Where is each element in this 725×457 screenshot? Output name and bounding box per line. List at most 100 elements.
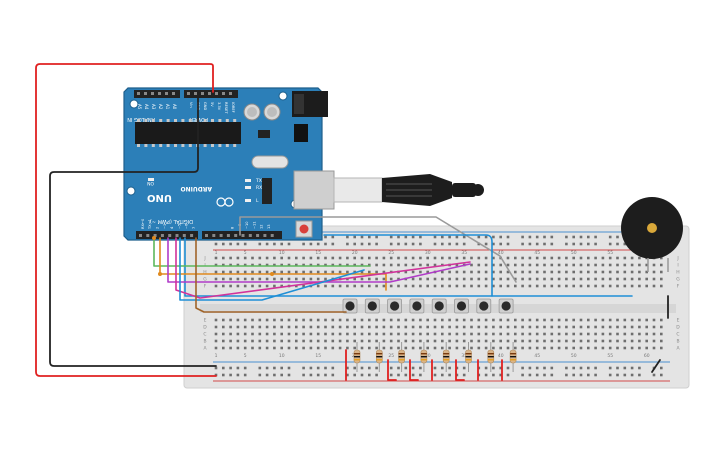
- header-pin[interactable]: [222, 92, 225, 95]
- header-pin[interactable]: [175, 234, 179, 237]
- wire-magenta[interactable]: [175, 237, 471, 299]
- header-pin[interactable]: [201, 92, 204, 95]
- header-pin[interactable]: [160, 234, 164, 237]
- wire-gray[interactable]: [239, 216, 517, 283]
- wire-purple[interactable]: [167, 237, 471, 283]
- breadboard-hole: [273, 318, 276, 322]
- wire-red-jumper[interactable]: [387, 359, 397, 381]
- header-pin[interactable]: [229, 92, 232, 95]
- wire-blue-buzzer[interactable]: [184, 237, 633, 297]
- header-pin[interactable]: [208, 92, 211, 95]
- analog-header[interactable]: [134, 90, 180, 98]
- breadboard-hole: [433, 263, 437, 267]
- breadboard-hole: [652, 339, 656, 343]
- pushbutton[interactable]: [476, 298, 492, 314]
- pushbutton[interactable]: [342, 298, 358, 314]
- pushbutton-cap[interactable]: [434, 301, 444, 311]
- header-pin[interactable]: [151, 92, 154, 95]
- header-pin[interactable]: [270, 234, 274, 237]
- rail-hole: [587, 373, 590, 377]
- breadboard-hole: [302, 256, 305, 260]
- header-pin[interactable]: [172, 92, 175, 95]
- breadboard-hole: [579, 277, 583, 281]
- wire-gnd-jumper[interactable]: [651, 359, 661, 373]
- resistor[interactable]: [509, 342, 517, 372]
- pushbutton[interactable]: [409, 298, 425, 314]
- header-pin[interactable]: [212, 234, 216, 237]
- wire-green[interactable]: [153, 237, 371, 267]
- chip-pin: [151, 144, 155, 147]
- wire-brown[interactable]: [195, 237, 347, 313]
- header-pin[interactable]: [194, 92, 197, 95]
- breadboard-hole: [316, 256, 320, 260]
- rail-hole: [638, 373, 641, 377]
- header-pin[interactable]: [158, 92, 161, 95]
- wire-red-5v[interactable]: [35, 63, 217, 377]
- header-pin[interactable]: [234, 234, 238, 237]
- digital-header-low[interactable]: [136, 231, 198, 239]
- pushbutton[interactable]: [498, 298, 514, 314]
- resistors[interactable]: [353, 342, 517, 372]
- breadboard-hole: [601, 263, 605, 267]
- header-pin[interactable]: [190, 234, 194, 237]
- pushbutton-cap[interactable]: [501, 301, 511, 311]
- wire-blue-top[interactable]: [323, 234, 493, 297]
- header-pin[interactable]: [139, 234, 142, 237]
- pushbutton-cap[interactable]: [367, 301, 377, 311]
- row-letter: H: [676, 270, 679, 276]
- header-pin[interactable]: [256, 234, 260, 237]
- resistor[interactable]: [420, 342, 428, 372]
- header-pin[interactable]: [168, 234, 172, 237]
- pushbutton[interactable]: [387, 298, 403, 314]
- header-pin[interactable]: [182, 234, 186, 237]
- piezo-buzzer[interactable]: [621, 197, 683, 272]
- wire-red-jumper[interactable]: [455, 359, 465, 381]
- chip-pin: [181, 119, 185, 122]
- header-pin[interactable]: [215, 92, 218, 95]
- header-pin[interactable]: [137, 92, 140, 95]
- wire-blue-middle[interactable]: [179, 237, 365, 301]
- pushbuttons[interactable]: [342, 298, 514, 314]
- rail-hole: [455, 242, 459, 246]
- wire-red-jumper[interactable]: [409, 359, 419, 381]
- resistor[interactable]: [465, 342, 472, 372]
- rail-hole: [302, 366, 305, 370]
- header-pin[interactable]: [165, 92, 168, 95]
- rail-hole: [623, 242, 627, 246]
- breadboard-hole: [411, 277, 415, 281]
- header-pin[interactable]: [187, 92, 190, 95]
- breadboard-hole: [499, 339, 502, 343]
- resistor[interactable]: [487, 342, 495, 372]
- header-pin[interactable]: [241, 234, 245, 237]
- header-pin[interactable]: [248, 234, 252, 237]
- breadboard-hole: [477, 256, 481, 260]
- pushbutton-cap[interactable]: [390, 301, 400, 311]
- resistor[interactable]: [375, 342, 383, 372]
- reset-button[interactable]: [299, 224, 309, 234]
- resistor[interactable]: [398, 342, 405, 372]
- header-pin[interactable]: [219, 234, 223, 237]
- header-pin[interactable]: [144, 92, 147, 95]
- header-pin[interactable]: [153, 234, 157, 237]
- wires[interactable]: [35, 63, 669, 381]
- usb-cable[interactable]: [333, 174, 484, 206]
- pushbutton[interactable]: [364, 298, 380, 314]
- resistor[interactable]: [442, 342, 450, 372]
- breadboard-hole: [652, 263, 656, 267]
- wire-black-gnd[interactable]: [49, 97, 217, 367]
- resistor[interactable]: [353, 342, 361, 372]
- header-pin[interactable]: [146, 234, 150, 237]
- pushbutton-cap[interactable]: [412, 301, 422, 311]
- header-pin[interactable]: [226, 234, 230, 237]
- header-pin[interactable]: [263, 234, 267, 237]
- pushbutton-cap[interactable]: [345, 301, 355, 311]
- pushbutton-cap[interactable]: [479, 301, 489, 311]
- pushbutton[interactable]: [454, 298, 469, 314]
- usb-port[interactable]: [293, 170, 335, 210]
- pushbutton-cap[interactable]: [456, 301, 467, 311]
- header-pin[interactable]: [205, 234, 208, 237]
- breadboard-hole: [572, 346, 575, 350]
- pushbutton[interactable]: [431, 298, 447, 314]
